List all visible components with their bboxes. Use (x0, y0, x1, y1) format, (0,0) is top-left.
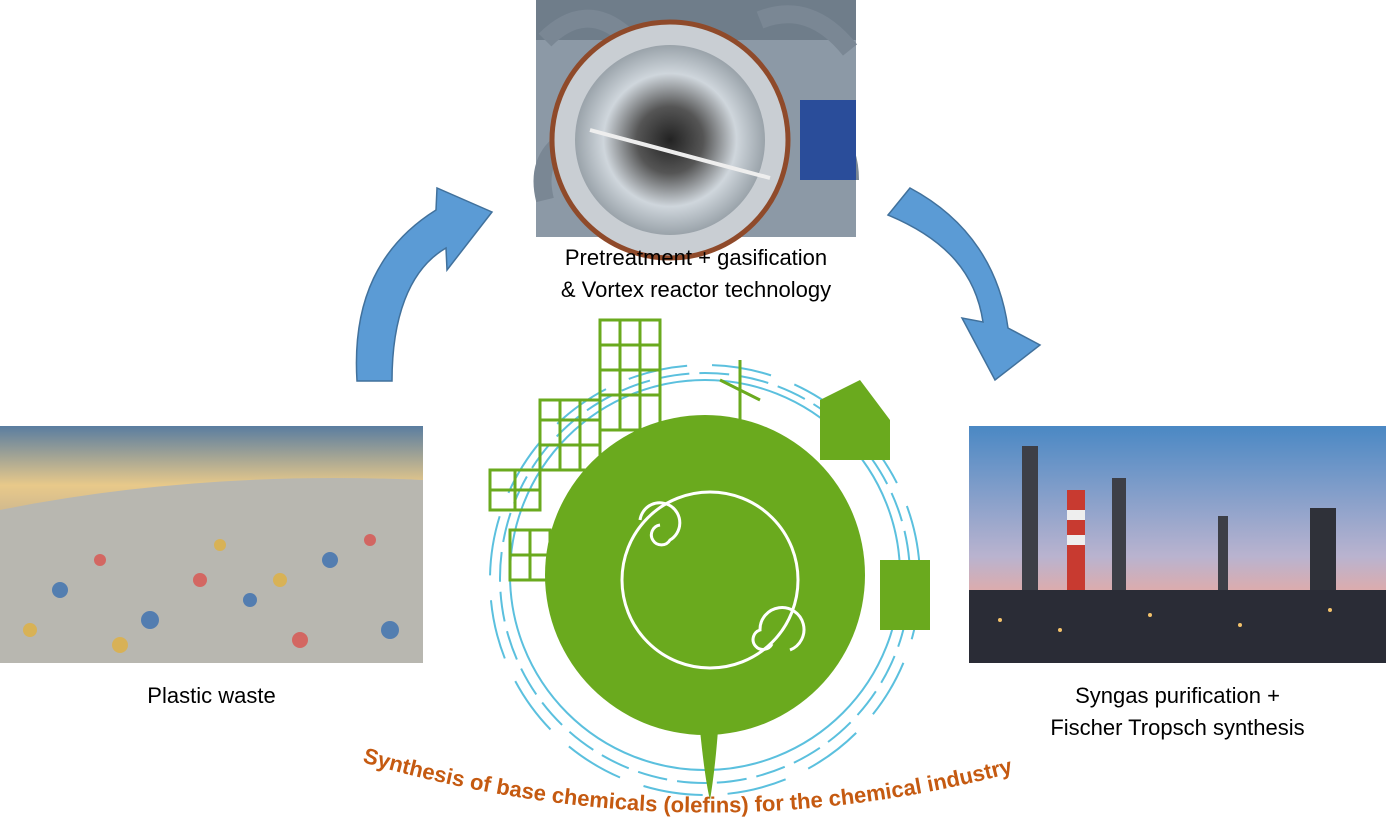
synthesis-line2: Fischer Tropsch synthesis (1050, 715, 1305, 740)
step-label-gasification: Pretreatment + gasification & Vortex rea… (536, 242, 856, 306)
gasification-line1: Pretreatment + gasification (564, 245, 828, 270)
step-label-plastic-waste: Plastic waste (0, 680, 423, 712)
caption-curved-text: Synthesis of base chemicals (olefins) fo… (361, 743, 1016, 818)
reactor-photo (533, 0, 859, 261)
plastic-waste-line1: Plastic waste (147, 683, 276, 708)
arrow-waste-to-gasification (355, 186, 494, 382)
plastic-waste-photo (0, 426, 423, 663)
gasification-line2: & Vortex reactor technology (560, 277, 832, 302)
synthesis-line1: Syngas purification + (1075, 683, 1280, 708)
caption-text: Synthesis of base chemicals (olefins) fo… (361, 743, 1016, 818)
arrow-gasification-to-synthesis (886, 187, 1042, 382)
refinery-photo (969, 426, 1386, 663)
green-earth-illustration (488, 318, 930, 800)
step-label-synthesis: Syngas purification + Fischer Tropsch sy… (969, 680, 1386, 744)
